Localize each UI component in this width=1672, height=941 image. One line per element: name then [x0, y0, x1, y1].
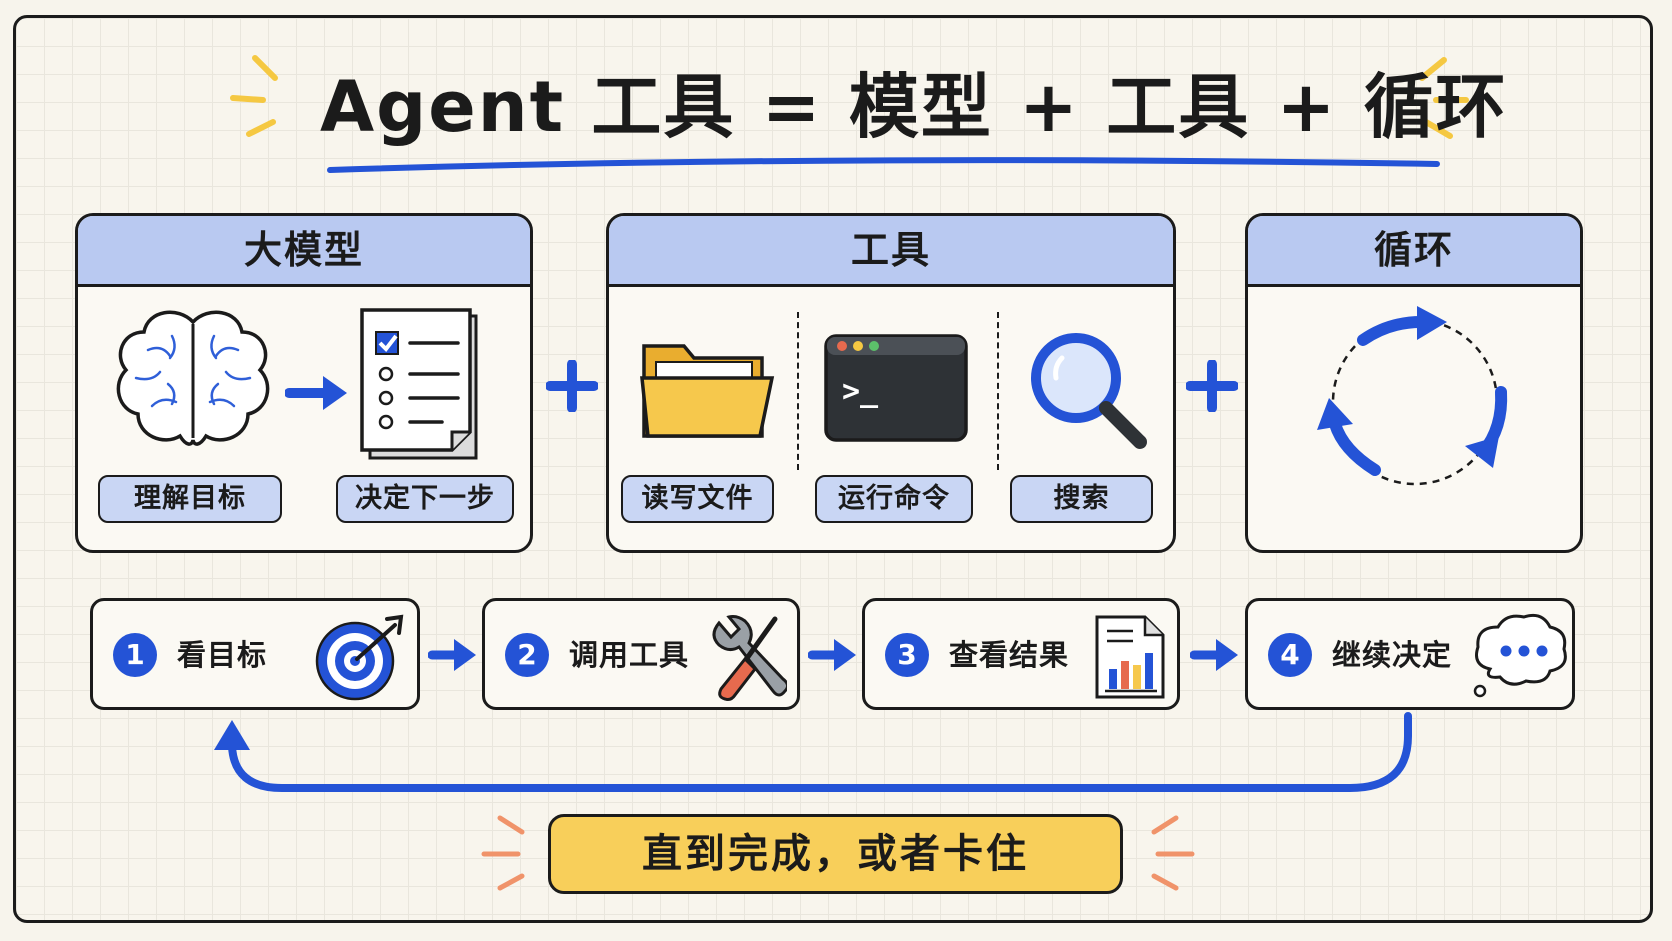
arrow-right-icon [428, 639, 476, 671]
model-item-understand-goal: 理解目标 [98, 475, 282, 523]
tools-divider [997, 312, 999, 470]
panel-tools-header: 工具 [609, 216, 1173, 287]
tools-item-run-command: 运行命令 [815, 475, 973, 523]
step-2-label: 调用工具 [569, 638, 690, 672]
step-1-label: 看目标 [177, 638, 268, 672]
folder-icon [640, 344, 775, 438]
panel-loop-header: 循环 [1248, 216, 1580, 287]
thought-bubble-icon [1473, 613, 1567, 698]
title-underline [327, 157, 1440, 173]
plus-icon [1186, 360, 1238, 412]
step-2: 2 调用工具 [482, 598, 800, 710]
page-title: Agent 工具 = 模型 + 工具 + 循环 [320, 66, 1508, 148]
cycle-icon [1317, 306, 1508, 486]
step-3-label: 查看结果 [949, 638, 1070, 672]
step-1-number: 1 [113, 633, 157, 677]
banner-sparkle-right-icon [1151, 815, 1195, 891]
search-icon [1031, 333, 1147, 449]
banner-sparkle-left-icon [481, 815, 525, 891]
title-sparkle-right-icon [1419, 57, 1469, 139]
wrench-screwdriver-icon [712, 615, 787, 701]
report-chart-icon [1095, 615, 1165, 699]
panel-model-header: 大模型 [78, 216, 530, 287]
tools-item-search: 搜索 [1010, 475, 1153, 523]
terminal-prompt: >_ [842, 374, 879, 409]
arrow-right-icon [1190, 639, 1238, 671]
tools-item-read-write-files: 读写文件 [621, 475, 774, 523]
step-3-number: 3 [885, 633, 929, 677]
tools-divider [797, 312, 799, 470]
terminal-icon [824, 334, 968, 442]
loop-back-arrow [214, 712, 1412, 792]
arrow-right-icon [808, 639, 856, 671]
step-3: 3 查看结果 [862, 598, 1180, 710]
step-4-number: 4 [1268, 633, 1312, 677]
arrow-right-icon [285, 376, 347, 410]
plus-icon [546, 360, 598, 412]
checklist-icon [360, 308, 478, 460]
target-icon [315, 614, 404, 701]
step-4: 4 继续决定 [1245, 598, 1575, 710]
completion-banner: 直到完成，或者卡住 [548, 814, 1123, 894]
step-2-number: 2 [505, 633, 549, 677]
title-sparkle-left-icon [230, 55, 278, 137]
panel-loop: 循环 [1245, 213, 1583, 553]
model-item-decide-next-step: 决定下一步 [336, 475, 514, 523]
step-4-label: 继续决定 [1332, 638, 1453, 672]
brain-icon [116, 310, 270, 446]
step-1: 1 看目标 [90, 598, 420, 710]
